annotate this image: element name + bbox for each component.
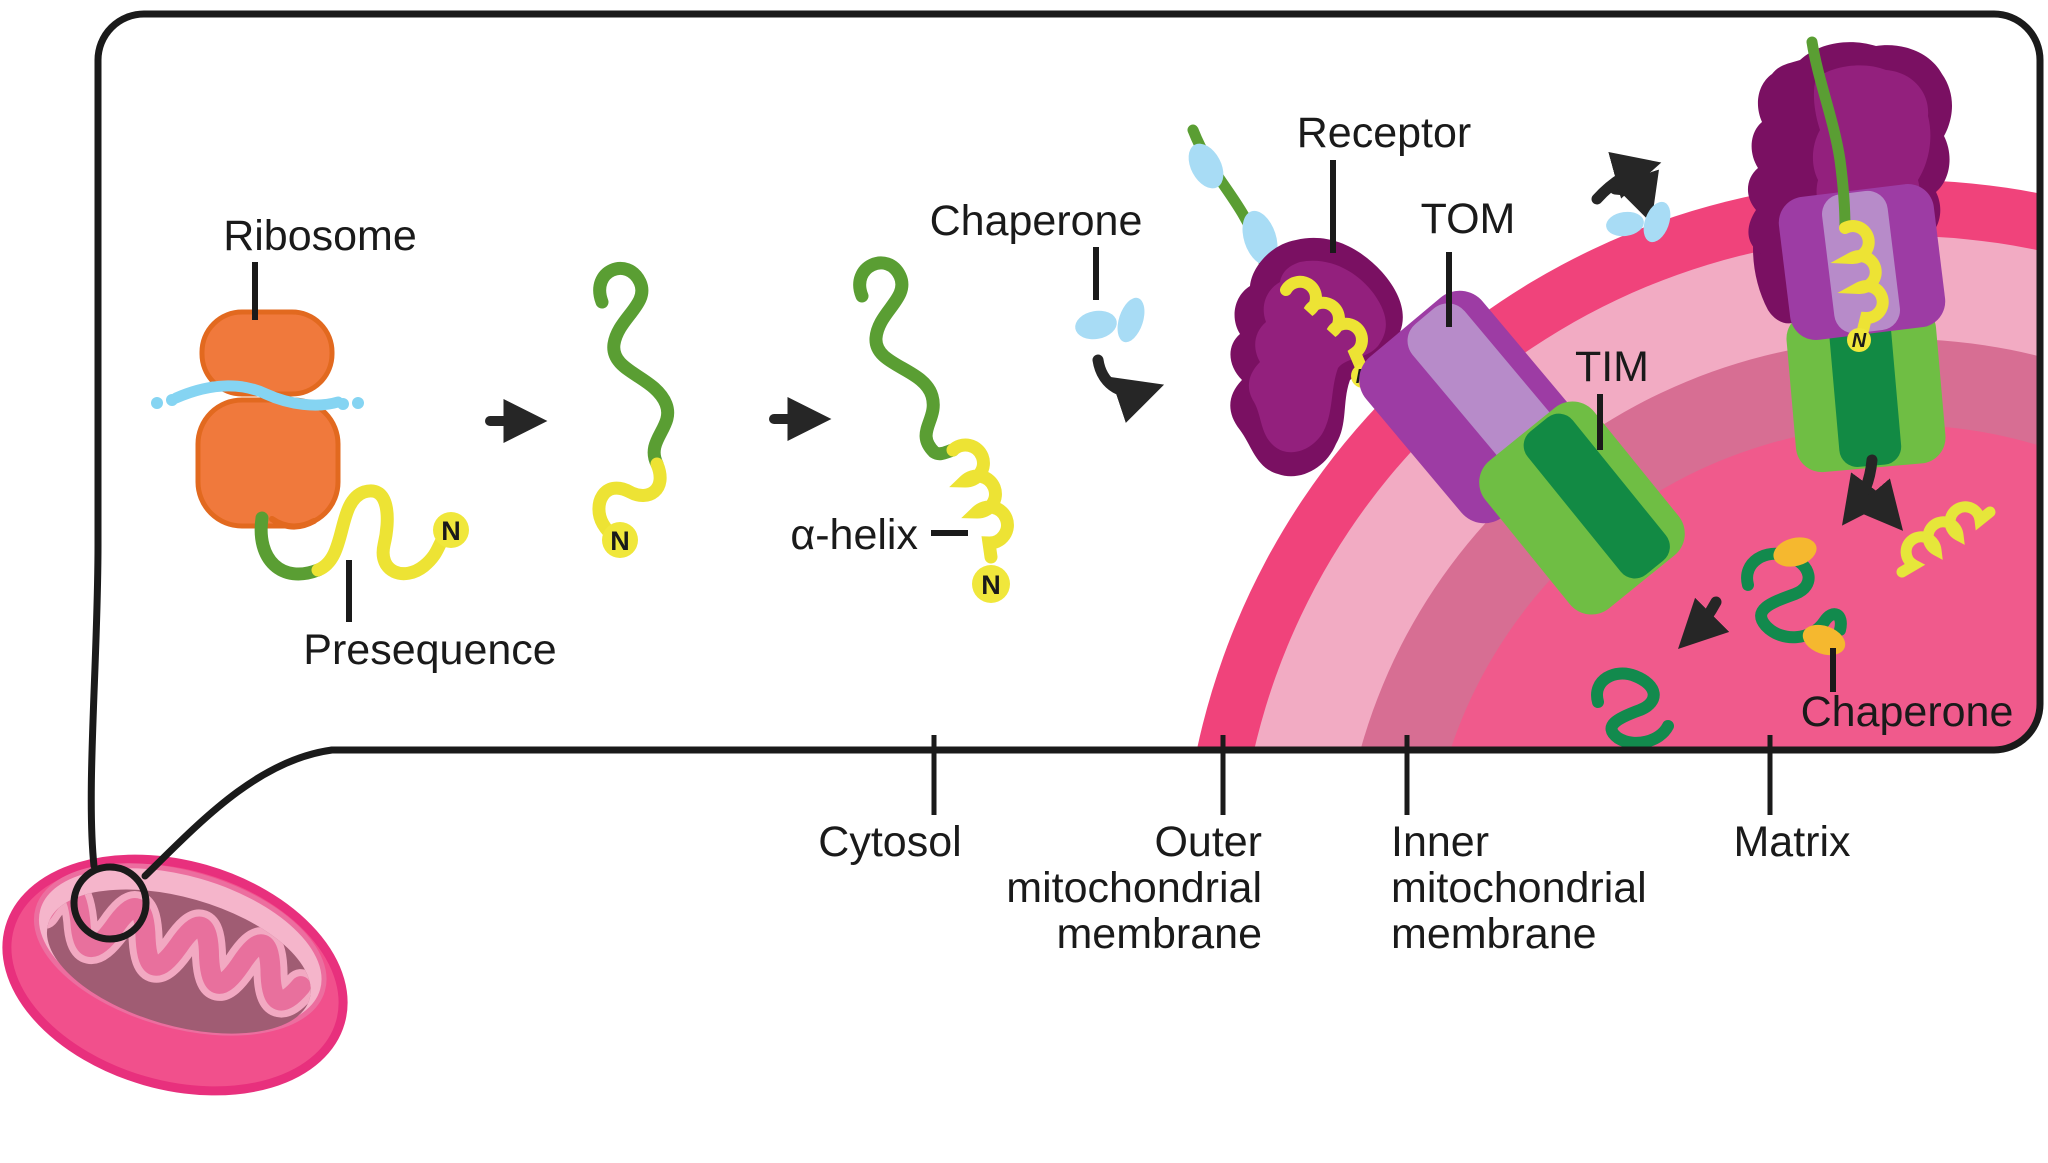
mrna-dot bbox=[352, 397, 364, 409]
mrna-dot bbox=[337, 398, 349, 410]
callout-line bbox=[141, 746, 336, 880]
n-terminus-badge bbox=[602, 522, 638, 558]
n-terminus-label: N bbox=[610, 526, 630, 556]
mitochondrion-cristae bbox=[30, 873, 318, 1018]
translocating-strand-green bbox=[1806, 36, 1851, 234]
n-terminus-badge bbox=[433, 512, 469, 548]
n-terminus-badge bbox=[972, 565, 1010, 603]
folding-arrow bbox=[1678, 596, 1730, 649]
cleaved-presequence-helix bbox=[1896, 501, 1996, 578]
unfolded-precursor-stage3: N bbox=[853, 256, 1014, 603]
mrna-dot bbox=[166, 394, 178, 406]
n-terminus-label: N bbox=[1852, 330, 1867, 352]
chaperone-blob bbox=[1117, 297, 1145, 343]
alpha-helix-label: α-helix bbox=[790, 511, 918, 559]
translocation-complex: N bbox=[1747, 36, 1952, 473]
nascent-chain-green bbox=[254, 511, 325, 581]
tim-label: TIM bbox=[1575, 343, 1649, 391]
outer-membrane-label-line2: mitochondrial bbox=[1006, 864, 1262, 912]
chaperone-matrix-label: Chaperone bbox=[1801, 688, 2014, 736]
tim-complex bbox=[1479, 401, 1685, 615]
n-terminus-label: N bbox=[981, 570, 1001, 600]
chaperone-blob bbox=[1075, 310, 1117, 340]
mrna-dot bbox=[151, 397, 163, 409]
folded-protein bbox=[1591, 667, 1674, 747]
chaperone-blob bbox=[1188, 143, 1224, 189]
alpha-helix-coil bbox=[946, 438, 1014, 564]
tom-label: TOM bbox=[1421, 195, 1516, 243]
callout-circle bbox=[70, 863, 150, 943]
inner-membrane-label-line1: Inner bbox=[1391, 818, 1489, 866]
precursor-delivery-strand bbox=[1187, 124, 1278, 304]
chaperone-blob bbox=[1242, 210, 1278, 266]
matrix-label: Matrix bbox=[1733, 818, 1851, 866]
mature-chain-green bbox=[593, 262, 675, 471]
matrix-chaperone-blob bbox=[1773, 537, 1817, 567]
chaperone-release-arrow-branch bbox=[1609, 169, 1659, 224]
receptor-protein: N bbox=[1230, 237, 1414, 477]
chaperone-molecules-cytosol bbox=[1075, 297, 1145, 343]
receptor-inner bbox=[1248, 260, 1386, 453]
annotations: Ribosome Presequence α-helix Chaperone R… bbox=[223, 109, 2013, 736]
import-branch-arrow-right bbox=[1853, 478, 1904, 531]
chaperone-blob bbox=[1606, 211, 1644, 237]
tim-channel bbox=[1523, 413, 1670, 579]
ribosome-label: Ribosome bbox=[223, 212, 417, 260]
inner-membrane-label-line3: membrane bbox=[1391, 910, 1597, 958]
receptor-label: Receptor bbox=[1297, 109, 1471, 157]
matrix-events bbox=[1591, 454, 1996, 747]
n-terminus-label: N bbox=[441, 516, 461, 546]
chaperone-cytosol-label: Chaperone bbox=[930, 197, 1143, 245]
cytosol-label: Cytosol bbox=[818, 818, 961, 866]
chaperone-molecules-released bbox=[1606, 201, 1671, 243]
mrna-strand bbox=[170, 380, 344, 411]
panel-content: N N N bbox=[151, 36, 2037, 747]
presequence-helix-in-channel bbox=[1830, 220, 1889, 336]
n-terminus-badge bbox=[1847, 328, 1871, 352]
tim-channel-top bbox=[1828, 309, 1902, 467]
presequence-helix-in-receptor bbox=[1280, 275, 1368, 373]
region-labels: Cytosol Outer mitochondrial membrane Inn… bbox=[818, 735, 1851, 958]
chaperone-blob bbox=[1643, 201, 1671, 243]
outer-membrane-label-line1: Outer bbox=[1154, 818, 1262, 866]
chaperone-binding-arrow bbox=[1092, 354, 1165, 423]
outer-membrane-label-line3: membrane bbox=[1056, 910, 1262, 958]
presequence-label: Presequence bbox=[303, 626, 556, 674]
panel-border bbox=[87, 10, 2044, 870]
inner-membrane-label-line2: mitochondrial bbox=[1391, 864, 1647, 912]
matrix-chaperone-blob bbox=[1802, 624, 1846, 656]
mature-chain-green bbox=[853, 256, 960, 461]
ribosome-exit-tunnel bbox=[269, 516, 317, 530]
unfolded-precursor-stage2: N bbox=[592, 262, 675, 558]
matrix-region bbox=[1426, 425, 2037, 747]
mitochondrion-illustration bbox=[2, 854, 348, 1096]
ribosome-large-subunit bbox=[195, 397, 341, 529]
presequence-squiggle bbox=[311, 484, 453, 581]
ribosome-illustration: N bbox=[151, 309, 469, 581]
